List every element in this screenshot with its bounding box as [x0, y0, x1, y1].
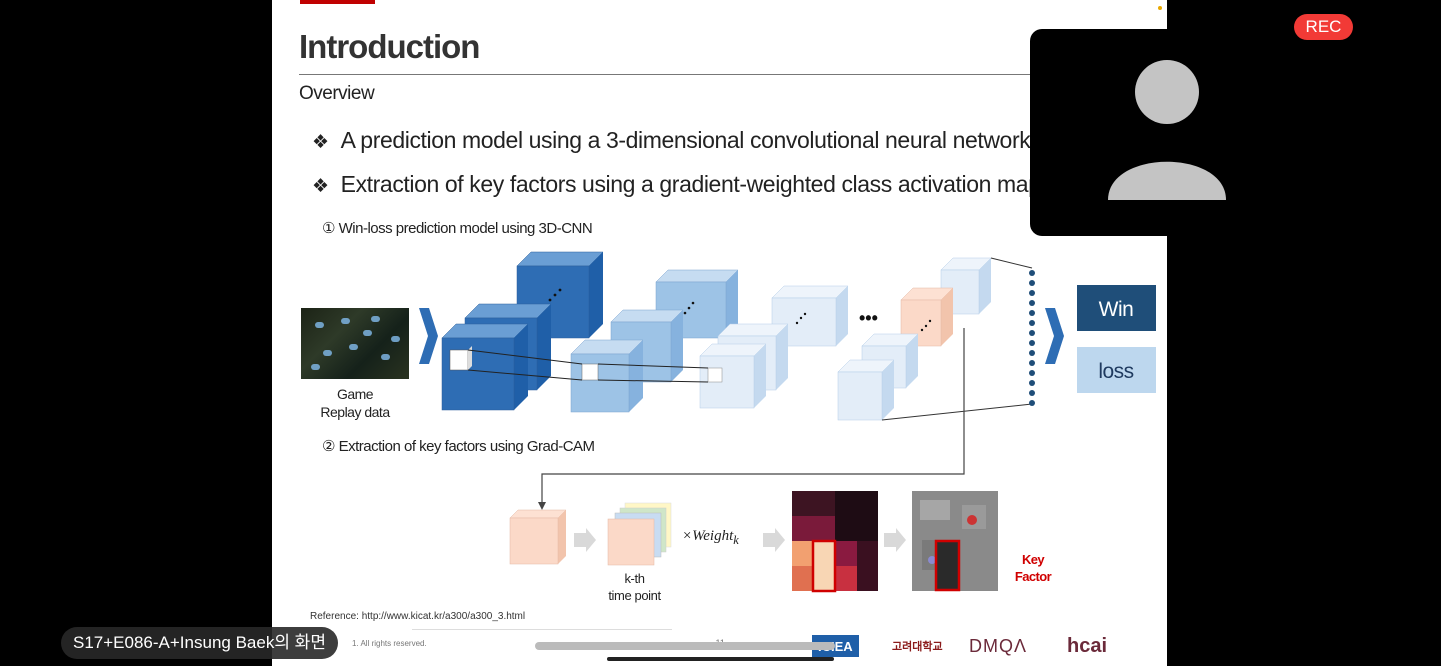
- output-loss-box: [1077, 347, 1156, 393]
- slide-subtitle: Overview: [299, 83, 375, 104]
- horizontal-scrollbar[interactable]: [535, 642, 835, 650]
- process-arrow-icon: [884, 528, 906, 552]
- kth-line: k-th: [624, 571, 645, 586]
- output-win-label: Win: [1099, 298, 1134, 321]
- bullet-item: ❖ A prediction model using a 3-dimensiona…: [312, 127, 1031, 154]
- hcai-logo: hcai: [1067, 634, 1108, 657]
- cnn-block-3: [699, 285, 849, 409]
- process-arrow-icon: [574, 528, 596, 552]
- step-label-gradcam: ② Extraction of key factors using Grad-C…: [322, 438, 595, 455]
- bullet-item: ❖ Extraction of key factors using a gradi…: [312, 171, 1041, 198]
- heatmap-highlight-box: [811, 539, 837, 593]
- weight-label: ×Weightk: [682, 528, 739, 548]
- home-indicator[interactable]: [607, 657, 834, 661]
- kth-time-point-stack: [607, 502, 672, 566]
- gradcam-feedback-line: [541, 328, 965, 508]
- footer-rights: 1. All rights reserved.: [352, 639, 427, 648]
- recording-badge: REC: [1294, 14, 1353, 40]
- process-arrow-icon: [763, 528, 785, 552]
- heatmap: [792, 491, 878, 593]
- bullet-text: Extraction of key factors using a gradie…: [340, 171, 1041, 197]
- slide-title: Introduction: [299, 28, 480, 65]
- replay-caption: Game Replay data: [301, 385, 409, 421]
- slide-accent-bar: [300, 0, 375, 4]
- participant-video-tile[interactable]: [1030, 29, 1305, 236]
- keyfactor-highlight-box: [934, 539, 961, 592]
- architecture-diagram: ••• Win loss: [419, 251, 1156, 593]
- output-win-box: [1077, 285, 1156, 331]
- down-arrow-icon: [538, 502, 546, 510]
- key-factor-line: Factor: [1014, 569, 1052, 584]
- reference-text: Reference: http://www.kicat.kr/a300/a300…: [310, 611, 526, 622]
- screen-share-label[interactable]: S17+E086-A+Insung Baek의 화면: [61, 627, 338, 659]
- kth-time-point-label: k-th time point: [597, 570, 672, 604]
- key-factor-line: Key: [1021, 552, 1045, 567]
- weight-text: ×Weight: [682, 528, 734, 544]
- key-factor-label: Key Factor: [1011, 551, 1055, 585]
- game-replay-image: [301, 308, 409, 379]
- replay-caption-line: Game: [336, 386, 374, 402]
- cnn-block-4: [837, 257, 992, 421]
- output-arrow-icon: [1045, 308, 1064, 364]
- presentation-slide: Introduction Overview ❖ A prediction mode…: [272, 0, 1167, 666]
- diamond-bullet-icon: ❖: [312, 132, 329, 153]
- slide-corner-dot: [1158, 6, 1162, 10]
- ellipsis-text: •••: [859, 308, 878, 328]
- diamond-bullet-icon: ❖: [312, 176, 329, 197]
- dmqa-logo: DMQΛ: [969, 635, 1028, 656]
- replay-caption-line: Replay data: [320, 404, 390, 420]
- step-label-cnn: ① Win-loss prediction model using 3D-CNN: [322, 220, 593, 237]
- user-avatar-icon: [1108, 60, 1226, 200]
- bullet-text: A prediction model using a 3-dimensional…: [340, 127, 1031, 153]
- output-loss-label: loss: [1098, 360, 1133, 383]
- gradcam-feature-cube: [509, 509, 567, 565]
- input-arrow-icon: [419, 308, 438, 364]
- fully-connected-nodes: [1029, 270, 1035, 406]
- cnn-block-2: [570, 269, 739, 413]
- title-divider: [299, 74, 1139, 75]
- footer-divider: [412, 629, 672, 630]
- korea-university-logo: 고려대학교: [892, 641, 943, 653]
- fc-connectors: [881, 257, 1033, 421]
- weight-subscript: k: [733, 533, 739, 547]
- kth-line: time point: [608, 588, 661, 603]
- replay-keyfactor-image: [912, 491, 998, 592]
- connection-lines: [467, 349, 709, 383]
